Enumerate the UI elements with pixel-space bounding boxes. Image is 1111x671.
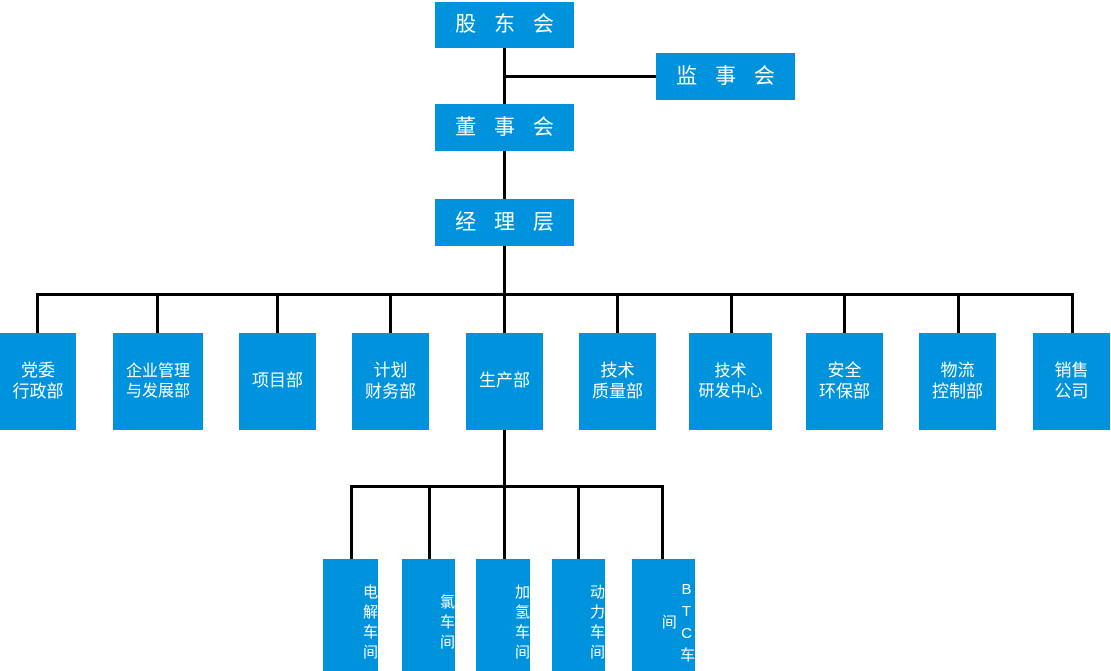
drop-line-dept-8 — [843, 293, 846, 334]
drop-line-dept-9 — [957, 293, 960, 334]
node-board-of-directors[interactable]: 董 事 会 — [435, 104, 574, 151]
drop-line-workshop-3 — [503, 485, 506, 559]
node-workshop-power[interactable]: 动力车间 — [552, 559, 605, 671]
node-department-production[interactable]: 生产部 — [466, 333, 543, 430]
drop-line-dept-1 — [36, 293, 39, 334]
node-shareholders-meeting[interactable]: 股 东 会 — [435, 2, 574, 48]
node-workshop-hydrogenation[interactable]: 加氢车间 — [476, 559, 530, 671]
connector-production-to-workshop-bus — [503, 430, 506, 487]
node-department-party-admin[interactable]: 党委 行政部 — [0, 333, 76, 430]
node-department-project[interactable]: 项目部 — [239, 333, 316, 430]
drop-line-workshop-2 — [428, 485, 431, 559]
drop-line-dept-10 — [1071, 293, 1074, 334]
workshop-bus-line — [350, 485, 664, 488]
node-workshop-electrolysis[interactable]: 电解车间 — [323, 559, 378, 671]
drop-line-dept-7 — [730, 293, 733, 334]
node-department-enterprise-management[interactable]: 企业管理 与发展部 — [113, 333, 203, 430]
node-workshop-chlorine[interactable]: 氯车间 — [402, 559, 455, 671]
drop-line-dept-3 — [276, 293, 279, 334]
node-workshop-btc[interactable]: BTC车间 — [632, 559, 695, 671]
connector-trunk-to-supervisors — [503, 75, 657, 78]
node-board-of-supervisors[interactable]: 监 事 会 — [656, 53, 795, 100]
connector-management-to-bus — [503, 246, 506, 295]
drop-line-dept-2 — [156, 293, 159, 334]
node-department-safety-environment[interactable]: 安全 环保部 — [806, 333, 883, 430]
drop-line-workshop-1 — [350, 485, 353, 559]
connector-board-to-management — [503, 151, 506, 199]
node-department-rnd-center[interactable]: 技术 研发中心 — [689, 333, 772, 430]
drop-line-dept-6 — [616, 293, 619, 334]
drop-line-dept-5 — [503, 293, 506, 334]
node-department-logistics-control[interactable]: 物流 控制部 — [919, 333, 996, 430]
drop-line-workshop-5 — [661, 485, 664, 559]
drop-line-dept-4 — [389, 293, 392, 334]
node-management-level[interactable]: 经 理 层 — [435, 199, 574, 246]
drop-line-workshop-4 — [577, 485, 580, 559]
node-department-technical-quality[interactable]: 技术 质量部 — [579, 333, 656, 430]
node-department-planning-finance[interactable]: 计划 财务部 — [352, 333, 429, 430]
department-bus-line — [36, 293, 1074, 296]
node-department-sales-company[interactable]: 销售 公司 — [1033, 333, 1110, 430]
